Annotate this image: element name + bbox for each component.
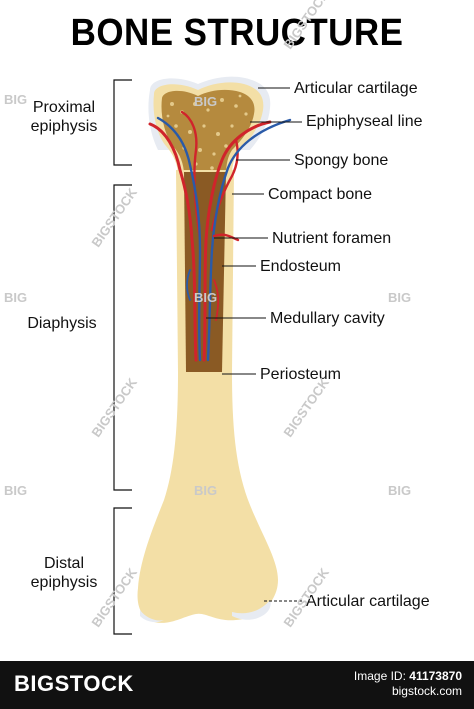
region-label-distal: Distal epiphysis	[30, 555, 98, 591]
bracket-diaphysis	[113, 184, 132, 491]
watermark-big: BIG	[194, 290, 218, 305]
label-spongy-bone: Spongy bone	[294, 152, 389, 169]
label-medullary-cavity: Medullary cavity	[270, 310, 385, 327]
region-label-proximal: Proximal epiphysis	[30, 99, 98, 135]
site-name: bigstock.com	[391, 684, 462, 698]
label-compact-bone: Compact bone	[268, 186, 373, 203]
image-id-block: Image ID: 41173870 bigstock.com	[354, 669, 462, 699]
label-nutrient-foramen: Nutrient foramen	[272, 230, 392, 247]
watermark-big: BIG	[194, 94, 218, 109]
spongy-texture	[166, 94, 248, 170]
diagram-title: BONE STRUCTURE	[70, 12, 404, 54]
watermark-big: BIG	[194, 483, 218, 498]
watermark-big: BIG	[4, 290, 28, 305]
distal-bone-shape	[137, 372, 278, 623]
bigstock-logo: BIGSTOCK	[14, 671, 134, 696]
watermark-big: BIG	[388, 483, 412, 498]
leader-lines	[206, 87, 302, 602]
image-id-value: 41173870	[409, 669, 462, 683]
bracket-proximal	[113, 79, 132, 166]
blood-vessels	[148, 110, 292, 362]
label-articular-cartilage-bottom: Articular cartilage	[306, 593, 430, 610]
watermark-big: BIG	[388, 290, 412, 305]
image-id-label: Image ID:	[353, 669, 406, 683]
watermark-big: BIG	[4, 483, 28, 498]
distal-cartilage	[232, 600, 271, 620]
region-brackets	[113, 79, 132, 635]
footer-bar: BIGSTOCK Image ID: 41173870 bigstock.com	[0, 661, 474, 709]
label-endosteum: Endosteum	[260, 258, 341, 275]
bracket-distal	[113, 507, 132, 635]
region-label-diaphysis: Diaphysis	[27, 315, 97, 332]
spongy-bone-region	[161, 89, 255, 175]
label-articular-cartilage-top: Articular cartilage	[294, 80, 418, 97]
label-periosteum: Periosteum	[260, 366, 341, 383]
label-epiphyseal-line: Ephiphyseal line	[306, 113, 423, 130]
watermark-big: BIG	[4, 92, 28, 107]
